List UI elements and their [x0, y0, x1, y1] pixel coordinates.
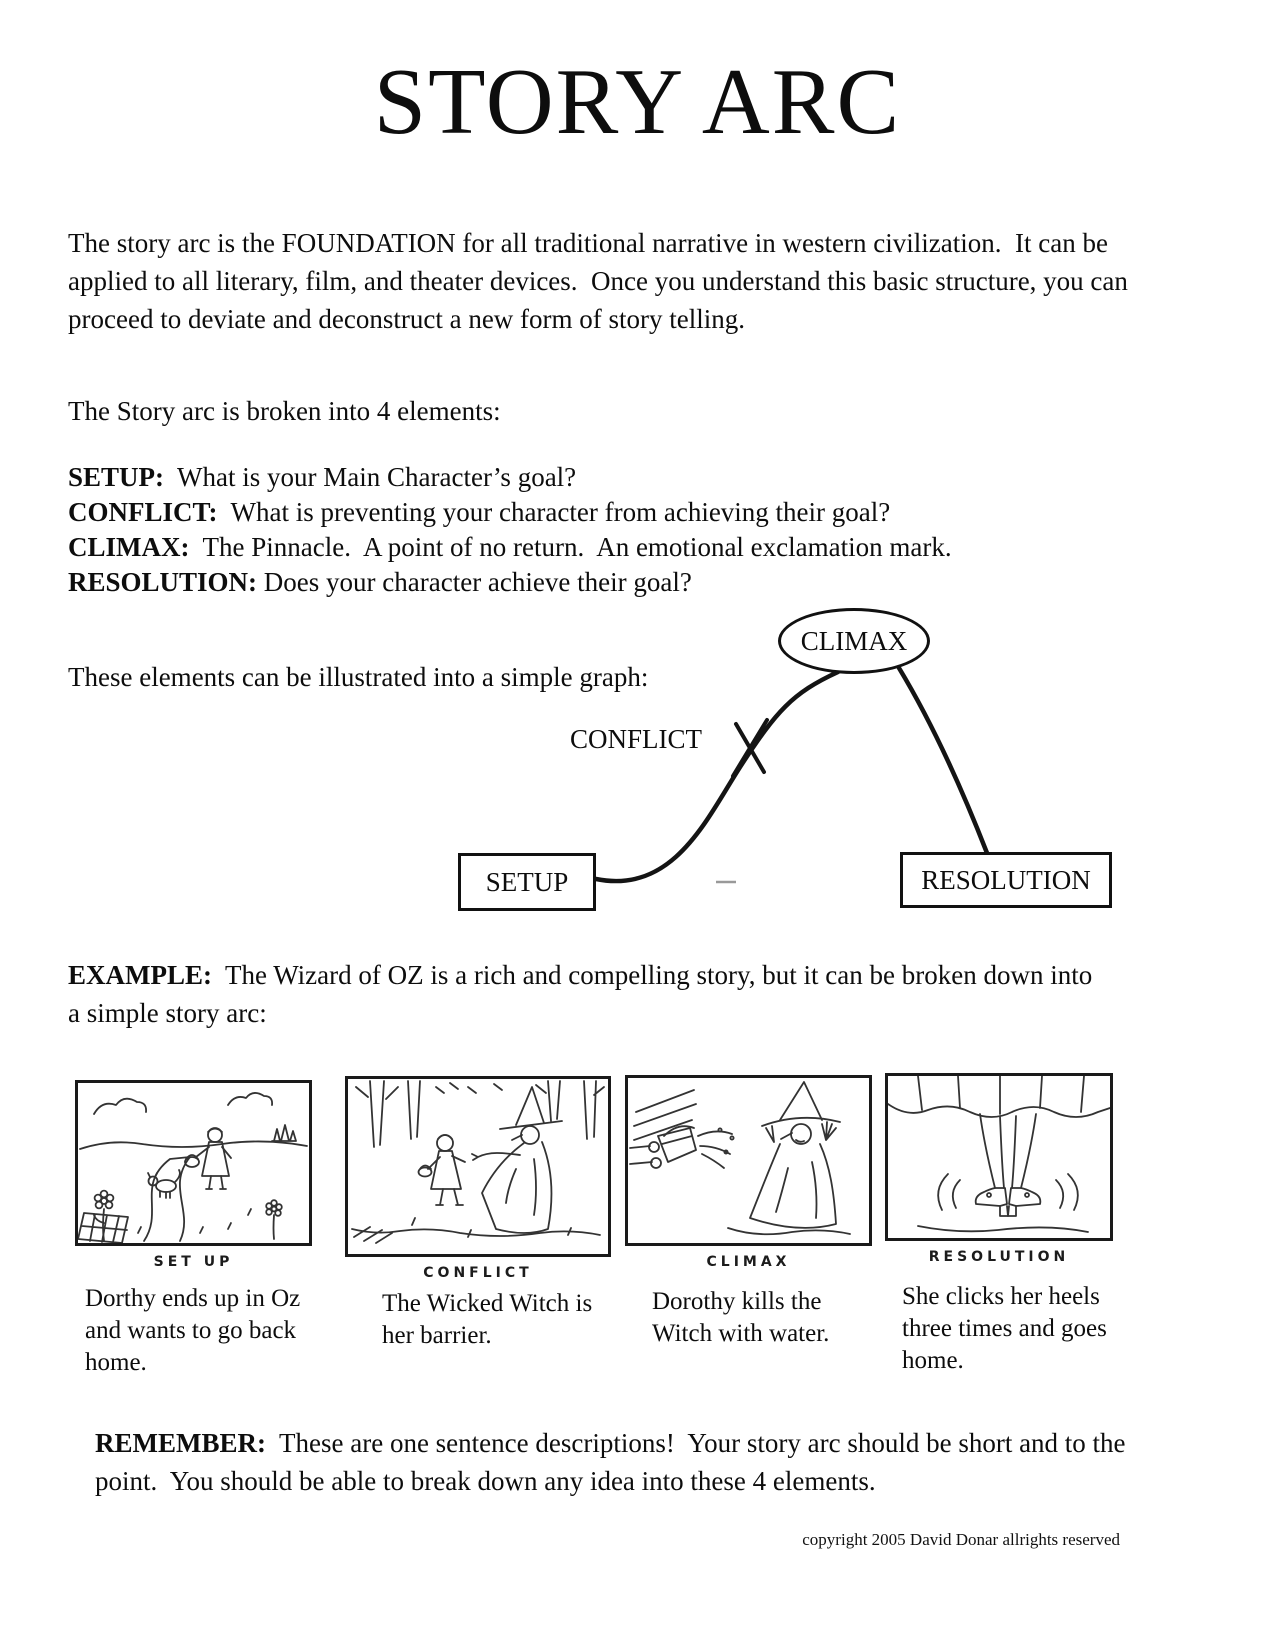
illustration-resolution-frame — [885, 1073, 1113, 1241]
illustration-climax-frame — [625, 1075, 872, 1246]
element-definition-climax: The Pinnacle. A point of no return. An e… — [189, 532, 952, 562]
illustration-conflict-frame — [345, 1076, 611, 1257]
element-item-resolution: RESOLUTION: Does your character achieve … — [68, 565, 1148, 600]
story-arc-curves — [593, 665, 990, 884]
remember-lead: REMEMBER: — [95, 1428, 266, 1458]
elements-heading: The Story arc is broken into 4 elements: — [68, 396, 501, 426]
element-term-conflict: CONFLICT: — [68, 497, 218, 527]
example-lead: EXAMPLE: — [68, 960, 212, 990]
panel-label-resolution: RESOLUTION — [928, 1249, 1070, 1265]
element-definition-conflict: What is preventing your character from a… — [217, 497, 891, 527]
conflict-label: CONFLICT — [570, 724, 703, 754]
resolution-box: RESOLUTION — [900, 852, 1112, 908]
element-definition-resolution: Does your character achieve their goal? — [257, 567, 692, 597]
element-term-setup: SETUP: — [68, 462, 165, 492]
element-definition-setup: What is your Main Character’s goal? — [164, 462, 577, 492]
falling-arc-curve — [896, 665, 990, 856]
page-title: STORY ARC — [373, 50, 902, 154]
resolution-label: RESOLUTION — [921, 864, 1091, 895]
witch-melting-illustration — [629, 1081, 851, 1236]
element-item-setup: SETUP: What is your Main Character’s goa… — [68, 460, 1148, 495]
panel-caption-setup: Dorthy ends up in Oz and wants to go bac… — [85, 1285, 301, 1376]
intro-paragraph: The story arc is the FOUNDATION for all … — [68, 228, 1135, 334]
setup-label: SETUP — [485, 866, 569, 897]
element-item-conflict: CONFLICT: What is preventing your charac… — [68, 495, 1148, 530]
graph-intro: These elements can be illustrated into a… — [68, 662, 649, 692]
ruby-slippers-illustration — [888, 1076, 1110, 1233]
copyright-notice: copyright 2005 David Donar allrights res… — [802, 1530, 1120, 1549]
rising-arc-curve — [593, 669, 841, 884]
panel-caption-resolution: She clicks her heels three times and goe… — [902, 1283, 1107, 1374]
setup-box: SETUP — [458, 853, 596, 911]
dorothy-in-oz-illustration — [78, 1092, 308, 1243]
remember-text: These are one sentence descriptions! You… — [95, 1428, 1133, 1496]
panel-label-conflict: CONFLICT — [423, 1265, 533, 1281]
climax-ellipse: CLIMAX — [778, 608, 930, 674]
witch-confronts-dorothy-illustration — [351, 1080, 605, 1244]
storyboard-panel-climax: CLIMAX — [625, 1075, 872, 1270]
storyboard-panel-setup: SET UP — [75, 1080, 312, 1270]
element-term-resolution: RESOLUTION: — [68, 567, 258, 597]
example-paragraph: EXAMPLE: The Wizard of OZ is a rich and … — [68, 956, 1108, 1032]
illustration-setup-frame — [75, 1080, 312, 1246]
panel-label-setup: SET UP — [153, 1254, 234, 1270]
conflict-x-mark — [731, 718, 769, 778]
element-item-climax: CLIMAX: The Pinnacle. A point of no retu… — [68, 530, 1148, 565]
story-arc-diagram: CLIMAX CONFLICT SETUP RESOLUTION — [440, 598, 1140, 930]
elements-list: SETUP: What is your Main Character’s goa… — [68, 460, 1148, 600]
panel-caption-conflict: The Wicked Witch is her barrier. — [382, 1290, 593, 1349]
panel-label-climax: CLIMAX — [706, 1254, 791, 1270]
climax-label: CLIMAX — [800, 625, 908, 656]
remember-paragraph: REMEMBER: These are one sentence descrip… — [95, 1424, 1140, 1500]
storyboard-panel-conflict: CONFLICT — [345, 1076, 611, 1281]
element-term-climax: CLIMAX: — [68, 532, 190, 562]
panel-caption-climax: Dorothy kills the Witch with water. — [652, 1288, 830, 1347]
storyboard-panel-resolution: RESOLUTION — [885, 1073, 1113, 1265]
example-text: The Wizard of OZ is a rich and compellin… — [68, 960, 1099, 1028]
